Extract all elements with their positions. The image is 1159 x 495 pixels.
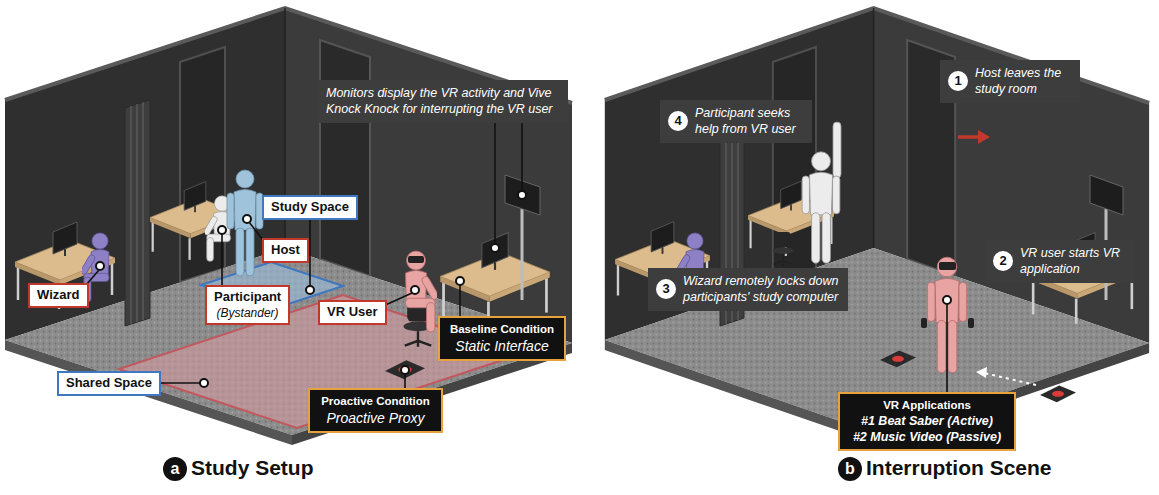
label-text: #2 Music Video (Passive)	[848, 429, 1006, 445]
monitor	[1090, 175, 1123, 215]
role-label: VR User	[318, 300, 387, 325]
label-text: #1 Beat Saber (Active)	[848, 413, 1006, 429]
callout-number: 3	[656, 279, 676, 299]
callout-number: 4	[668, 111, 688, 131]
leader-line	[946, 304, 948, 405]
step-callout: 3 Wizard remotely locks down participants…	[648, 268, 848, 311]
callout-number: 1	[948, 71, 968, 91]
step-callout: 2 VR user starts VR application	[985, 240, 1135, 283]
panel-caption: Interruption Scene	[866, 454, 1052, 481]
label-text: VR User	[327, 304, 378, 321]
motion-path	[984, 373, 1036, 385]
vr-controller	[968, 318, 974, 328]
wizard-desk	[15, 222, 115, 309]
space-label: Study Space	[262, 195, 358, 220]
curtain	[125, 100, 150, 326]
role-label: Participant(Bystander)	[205, 285, 290, 325]
seated-person	[203, 196, 231, 261]
leader-dot	[243, 215, 251, 223]
leader-line	[494, 110, 496, 244]
proxy-pedal	[1040, 385, 1076, 402]
monitor-pole	[521, 209, 524, 300]
leader-dot	[518, 191, 526, 199]
label-text: Monitors display the VR activity and Viv…	[326, 85, 560, 118]
step-callout: 1 Host leaves the study room	[940, 60, 1080, 103]
leader-dot	[411, 286, 419, 294]
label-text: Wizard remotely locks down participants'…	[683, 273, 840, 306]
callout-number: 2	[993, 251, 1013, 271]
label-text: (Bystander)	[214, 306, 281, 322]
role-label: Wizard	[28, 283, 89, 308]
leader-dot	[306, 286, 314, 294]
exit-arrowhead	[978, 130, 990, 144]
room-shell	[5, 8, 572, 445]
panel-caption: Study Setup	[191, 454, 314, 481]
vr-user-figure	[406, 251, 440, 332]
leader-dot	[943, 296, 951, 304]
label-text: VR Applications	[848, 398, 1006, 413]
panel-badge: a	[163, 457, 187, 481]
leader-dot	[401, 366, 409, 374]
space-label: Shared Space	[57, 371, 161, 396]
condition-box: VR Applications#1 Beat Saber (Active)#2 …	[838, 392, 1016, 451]
role-label: Host	[262, 238, 309, 263]
vr-controller	[921, 318, 927, 328]
room-shell	[605, 8, 1149, 445]
annotation-callout: Monitors display the VR activity and Viv…	[318, 80, 568, 123]
leader-dot	[491, 244, 499, 252]
label-text: Baseline Condition	[448, 322, 556, 337]
vr-desk	[440, 233, 549, 328]
raised-arm	[833, 122, 841, 178]
panel-b	[605, 8, 1149, 445]
motion-arrowhead	[976, 367, 987, 378]
label-text: Proactive Condition	[318, 394, 433, 409]
exit-arrow	[958, 135, 980, 139]
label-text: Shared Space	[66, 375, 152, 392]
leader-dot	[456, 277, 464, 285]
host-figure	[227, 170, 263, 276]
vr-headset	[408, 256, 424, 263]
step-callout: 4 Participant seeks help from VR user	[660, 100, 812, 143]
label-text: Participant seeks help from VR user	[695, 105, 804, 138]
leader-dot	[200, 379, 208, 387]
condition-box: Proactive ConditionProactive Proxy	[308, 388, 443, 433]
label-text: Proactive Proxy	[318, 409, 433, 427]
label-text: Wizard	[37, 287, 80, 304]
office-chair	[773, 232, 793, 265]
condition-box: Baseline ConditionStatic Interface	[438, 316, 566, 361]
label-text: Participant	[214, 289, 281, 306]
label-text: Static Interface	[448, 337, 556, 355]
participant-figure	[802, 152, 840, 263]
label-text: Study Space	[271, 199, 349, 216]
vr-headset	[939, 262, 956, 270]
leader-dot	[218, 226, 226, 234]
label-text: Host leaves the study room	[975, 65, 1072, 98]
label-text: VR user starts VR application	[1020, 245, 1127, 278]
leader-dot	[96, 262, 104, 270]
panel-badge: b	[838, 457, 862, 481]
curtain-folds	[131, 102, 143, 324]
participant-figure	[203, 196, 231, 261]
label-text: Host	[271, 242, 300, 259]
proxy-pedal	[880, 350, 916, 367]
panel-a	[5, 8, 572, 445]
